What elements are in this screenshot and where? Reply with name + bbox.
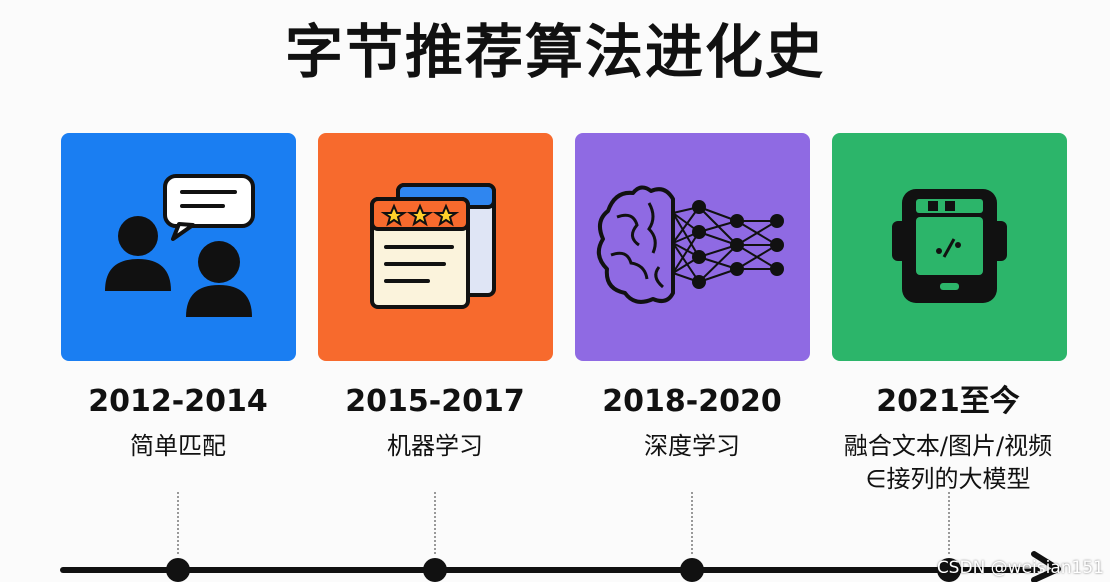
timeline-node-2012 — [166, 558, 190, 582]
connector-2021 — [948, 492, 950, 554]
era-year-2015: 2015-2017 — [345, 384, 525, 419]
era-year-2012: 2012-2014 — [88, 384, 268, 419]
era-desc-2018: 深度学习 — [644, 432, 740, 460]
connector-2012 — [177, 492, 179, 554]
timeline-axis — [60, 567, 1040, 573]
era-year-2018: 2018-2020 — [602, 384, 782, 419]
era-card-2015 — [318, 133, 553, 361]
watermark-text: CSDN @weisian151 — [936, 558, 1104, 578]
brain-network-icon — [596, 185, 784, 304]
timeline-node-2021 — [937, 558, 961, 582]
chip-device-icon — [892, 189, 1007, 303]
page-title: 字节推荐算法进化史 — [284, 18, 825, 86]
connector-2015 — [434, 492, 436, 554]
era-card-2018 — [575, 133, 810, 361]
users-chat-icon — [105, 174, 255, 317]
era-desc-2021: 融合文本/图片/视频 ∈接列的大模型 — [843, 432, 1053, 493]
rating-cards-icon — [370, 183, 496, 309]
timeline-arrow-icon — [1031, 551, 1061, 582]
connector-2018 — [691, 492, 693, 554]
timeline-node-2018 — [680, 558, 704, 582]
era-card-2021 — [832, 133, 1067, 361]
timeline-node-2015 — [423, 558, 447, 582]
era-desc-2012: 简单匹配 — [130, 432, 226, 460]
era-card-2012 — [61, 133, 296, 361]
era-year-2021: 2021至今 — [876, 384, 1020, 419]
era-desc-2015: 机器学习 — [387, 432, 483, 460]
